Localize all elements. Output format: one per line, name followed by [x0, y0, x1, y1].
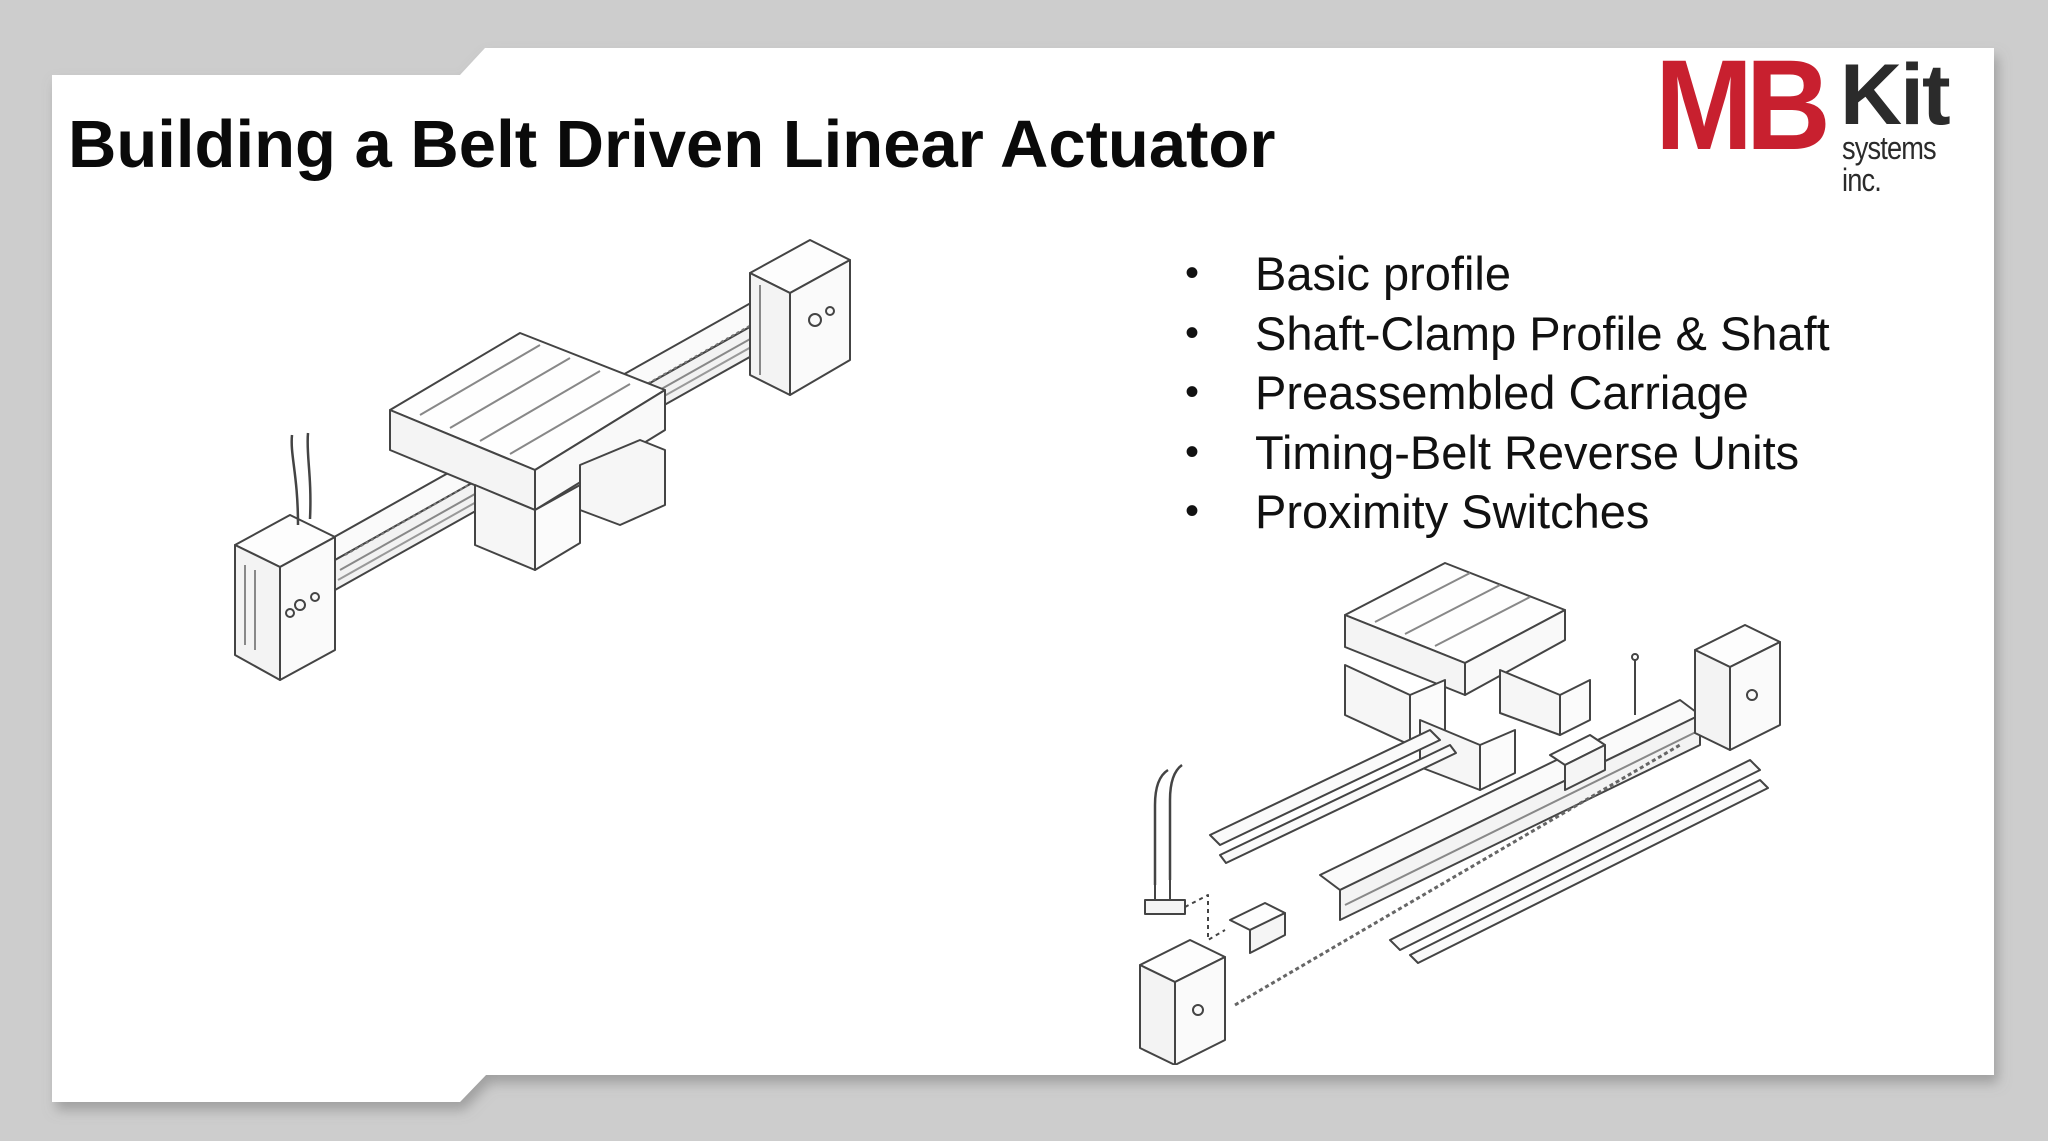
exploded-actuator-drawing [1139, 562, 1781, 1065]
list-item-text: Timing-Belt Reverse Units [1255, 425, 1800, 479]
bullet-icon: • [1185, 370, 1200, 414]
bullet-icon: • [1185, 310, 1200, 355]
bullet-icon: • [1185, 429, 1200, 474]
list-item-text: Shaft-Clamp Profile & Shaft [1255, 306, 1830, 360]
logo-mark: MB [1655, 34, 1831, 177]
logo-name: Kit [1840, 47, 1951, 143]
list-item-text: Basic profile [1255, 247, 1511, 300]
company-logo: MB Kit systems inc. [1655, 42, 1995, 197]
bullet-icon: • [1185, 489, 1200, 533]
assembled-actuator-drawing [234, 239, 851, 681]
logo-tagline: systems inc. [1842, 130, 1937, 198]
list-item-text: Preassembled Carriage [1255, 366, 1749, 419]
list-item-text: Proximity Switches [1255, 485, 1650, 538]
bullet-icon: • [1185, 251, 1200, 295]
page-title: Building a Belt Driven Linear Actuator [68, 107, 1276, 182]
